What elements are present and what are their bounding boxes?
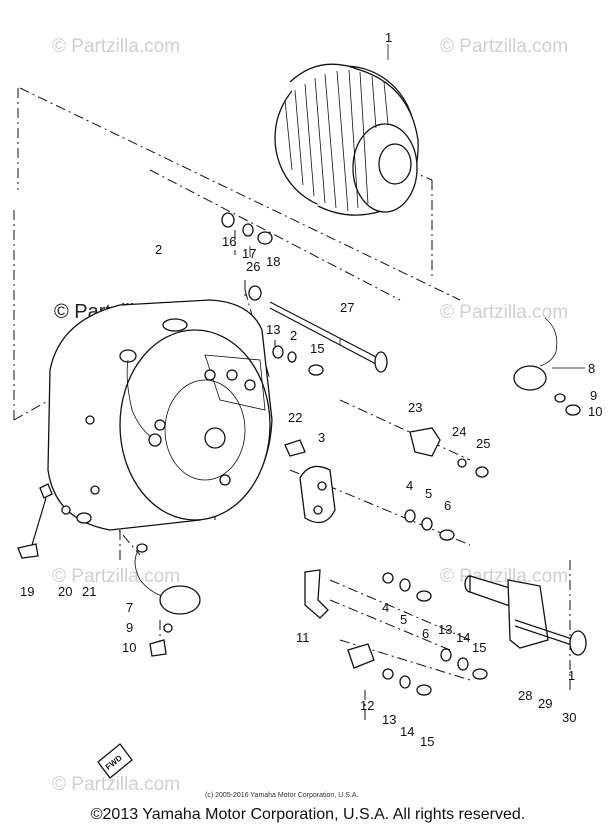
lead-terminal: [17, 483, 92, 559]
watermark: © Partzilla.com: [440, 302, 568, 323]
callout-26: 26: [246, 259, 260, 274]
watermark: © Partzilla.com: [440, 566, 568, 587]
callout-6: 6: [444, 498, 451, 513]
callout-11: 11: [296, 630, 310, 645]
callout-18: 18: [266, 254, 280, 269]
leader-lines: [249, 44, 585, 369]
callout-16: 16: [222, 234, 236, 249]
stator-housing: [47, 299, 273, 531]
callout-2: 2: [290, 328, 297, 343]
watermark: © Partzilla.com: [52, 566, 180, 587]
callout-28: 28: [518, 688, 532, 703]
callout-22: 22: [288, 410, 302, 425]
callout-23: 23: [408, 400, 422, 415]
callout-6: 6: [422, 626, 429, 641]
callout-29: 29: [538, 696, 552, 711]
callout-10: 10: [122, 640, 136, 655]
callout-17: 17: [242, 246, 256, 261]
callout-14: 14: [456, 630, 470, 645]
watermark: © Partzilla.com: [440, 36, 568, 57]
callout-9: 9: [590, 388, 597, 403]
callout-9: 9: [126, 620, 133, 635]
callout-20: 20: [58, 584, 72, 599]
watermark: © Partzilla.com: [52, 36, 180, 57]
callout-3: 3: [318, 430, 325, 445]
callout-4: 4: [406, 478, 413, 493]
callout-19: 19: [20, 584, 34, 599]
footer-copyright: ©2013 Yamaha Motor Corporation, U.S.A. A…: [90, 806, 526, 823]
fwd-badge: FWD: [97, 743, 133, 779]
callout-7: 7: [126, 600, 133, 615]
callout-12: 12: [360, 698, 374, 713]
callout-13: 13: [438, 622, 452, 637]
screws-mid: [272, 345, 324, 376]
washers-lower: [382, 572, 432, 602]
callout-1: 1: [385, 30, 392, 45]
callout-27: 27: [340, 300, 354, 315]
small-credit: (c) 2005-2016 Yamaha Motor Corporation, …: [205, 792, 358, 799]
washers-upper: [404, 509, 455, 541]
callout-25: 25: [476, 436, 490, 451]
callout-2: 2: [155, 242, 162, 257]
bracket-11: [304, 569, 329, 619]
callout-4: 4: [382, 600, 389, 615]
long-bolt: [269, 301, 388, 373]
contact-plate: [284, 439, 336, 524]
callout-30: 30: [562, 710, 576, 725]
plate-12: [347, 643, 488, 696]
callout-5: 5: [425, 486, 432, 501]
callout-13: 13: [266, 322, 280, 337]
callout-15: 15: [420, 734, 434, 749]
callout-10: 10: [588, 404, 602, 419]
callout-5: 5: [400, 612, 407, 627]
callout-15: 15: [310, 341, 324, 356]
callouts: 1 2 16 17 18 26 27 13 2 15 8 9 10 23 24 …: [20, 30, 602, 749]
screws-top: [221, 212, 273, 301]
callout-13: 13: [382, 712, 396, 727]
shaft-assembly: [464, 575, 587, 656]
callout-21: 21: [82, 584, 96, 599]
callout-14: 14: [400, 724, 414, 739]
rotor-flywheel: [274, 63, 419, 216]
bracket-23: [409, 427, 489, 478]
pickup-sensor: [513, 317, 581, 416]
callout-8: 8: [588, 361, 595, 376]
callout-15: 15: [472, 640, 486, 655]
condenser: [134, 543, 201, 657]
watermark: © Partzilla.com: [52, 774, 180, 795]
callout-24: 24: [452, 424, 466, 439]
callout-1: 1: [568, 668, 575, 683]
